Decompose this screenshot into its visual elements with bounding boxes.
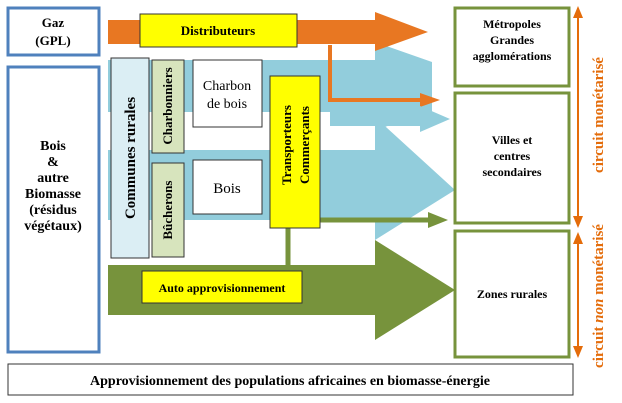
monetise-label: circuit monétarisé [591,57,607,173]
non-monetise-arrow-top [573,232,583,244]
gas-branch-line [328,45,420,102]
charbon-de-bois-box [192,59,263,128]
wood-source-label-6: végétaux) [24,219,82,234]
villes-label-2: centres [494,149,531,163]
non-monetise-arrow-bottom [573,346,583,358]
wood-source-label-3: autre [37,171,69,186]
green-branch-arrowhead [428,212,448,228]
wood-source-label-5: (résidus [29,203,77,218]
charcoal-to-towns-arrow [330,106,450,132]
gas-source-label-2: (GPL) [35,33,70,48]
gas-branch-arrowhead [420,93,440,107]
monetise-arrow-top [573,6,583,18]
bois-box [192,159,263,215]
gas-source-box [6,6,101,57]
transporteurs-box [269,75,321,229]
bucherons-box [151,162,185,258]
charbon-label: Charbon [203,79,251,94]
non-monetise-label: circuit non monétarisé [591,224,607,368]
commercants-label: Commerçants [297,106,312,184]
non-monetise-prefix: circuit [591,323,607,368]
transporteurs-label: Transporteurs [279,105,294,185]
non-monetise-suffix: monétarisé [591,224,607,299]
zones-rurales-label: Zones rurales [477,287,548,301]
metropoles-label-3: agglomérations [473,49,552,63]
gas-source-label: Gaz [42,15,65,30]
non-monetise-emphasis: non [591,299,607,323]
metropoles-box [453,6,571,88]
charbon-label-2: de bois [207,97,247,112]
bois-label: Bois [213,181,241,197]
communes-rurales-label: Communes rurales [123,97,139,219]
wood-source-label-2: & [47,155,59,170]
villes-label-1: Villes et [492,133,533,147]
caption-text: Approvisionnement des populations africa… [90,374,490,389]
auto-approvisionnement-label: Auto approvisionnement [159,281,286,295]
metropoles-label-2: Grandes [490,33,534,47]
metropoles-label-1: Métropoles [483,17,541,31]
caption-box [7,363,574,396]
monetise-arrow-bottom [573,216,583,228]
wood-source-label-4: Biomasse [25,187,81,202]
distributeurs-label: Distributeurs [181,23,255,38]
communes-rurales-box [110,57,150,259]
villes-box [453,91,571,225]
wood-source-label-1: Bois [40,139,66,154]
bucherons-label: Bûcherons [160,181,175,240]
villes-label-3: secondaires [482,165,541,179]
zones-rurales-box [453,229,571,359]
charbonniers-label: Charbonniers [160,67,175,144]
wood-source-box [6,65,101,354]
distributeurs-box [139,13,298,48]
auto-approvisionnement-box [141,270,303,304]
charbonniers-box [151,59,185,154]
